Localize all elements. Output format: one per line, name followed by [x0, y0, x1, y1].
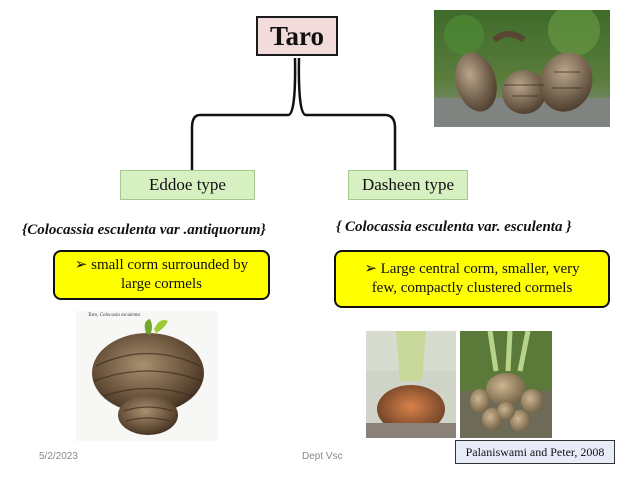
connector-to-eddoe: [190, 57, 297, 170]
taro-title: Taro: [269, 20, 325, 51]
connector-to-dasheen: [297, 57, 397, 170]
dasheen-type-box: Dasheen type: [348, 170, 468, 200]
dasheen-type-label: Dasheen type: [361, 175, 455, 194]
bullet-arrow-icon: ➢: [74, 257, 88, 274]
eddoe-description: small corm surrounded by large cormels: [91, 257, 249, 292]
taro-corms-photo: [434, 10, 610, 127]
dasheen-corm-photo: [366, 331, 456, 438]
bullet-arrow-icon: ➢: [364, 261, 377, 278]
citation-text: Palaniswami and Peter, 2008: [465, 444, 605, 459]
eddoe-corm-photo: Taro, Colocasia esculenta: [76, 311, 218, 441]
eddoe-type-label: Eddoe type: [149, 175, 226, 194]
eddoe-description-box: ➢ small corm surrounded by large cormels: [53, 250, 270, 300]
taro-title-box: Taro: [256, 16, 338, 56]
dasheen-description-box: ➢ Large central corm, smaller, very few,…: [334, 250, 610, 308]
dasheen-scientific-name: { Colocassia esculenta var. esculenta }: [336, 219, 572, 235]
citation-box: Palaniswami and Peter, 2008: [455, 440, 615, 464]
eddoe-type-box: Eddoe type: [120, 170, 255, 200]
footer-dept: Dept Vsc: [302, 451, 343, 462]
eddoe-photo-caption: Taro, Colocasia esculenta: [88, 313, 140, 318]
eddoe-scientific-name: {Colocassia esculenta var .antiquorum}: [22, 222, 266, 238]
footer-date: 5/2/2023: [39, 451, 78, 462]
dasheen-description: Large central corm, smaller, very few, c…: [371, 261, 580, 296]
dasheen-cormels-photo: [460, 331, 552, 438]
